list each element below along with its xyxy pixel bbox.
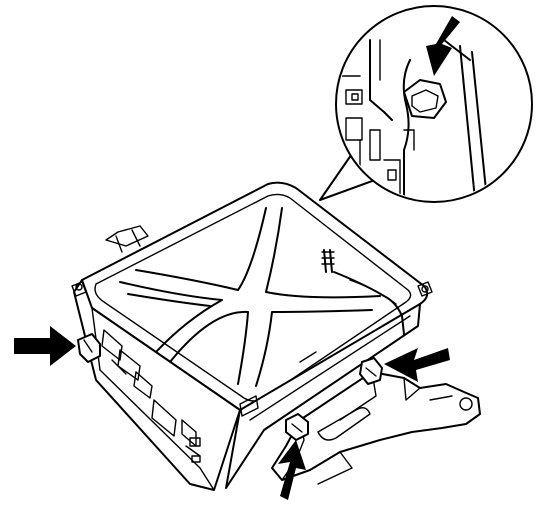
arrow-left-bolt (14, 326, 76, 366)
top-stud (321, 249, 335, 273)
lid-corner-bolts (71, 281, 433, 297)
detail-callout (319, 5, 533, 203)
arrow-right-bolt (384, 348, 450, 382)
mounting-bracket (271, 371, 481, 485)
lid-x-ribs (119, 207, 381, 387)
ecu-box (71, 181, 433, 491)
left-bolt (77, 333, 101, 363)
detail-contents (339, 39, 489, 200)
left-wall-details (101, 329, 201, 463)
arrow-bottom-bolt (278, 440, 306, 500)
ecu-front-side (225, 303, 421, 489)
bottom-bolt (285, 413, 309, 441)
right-bolt (359, 357, 383, 385)
arrow-detail-bolt (426, 16, 460, 76)
bracket-hole (459, 397, 473, 411)
